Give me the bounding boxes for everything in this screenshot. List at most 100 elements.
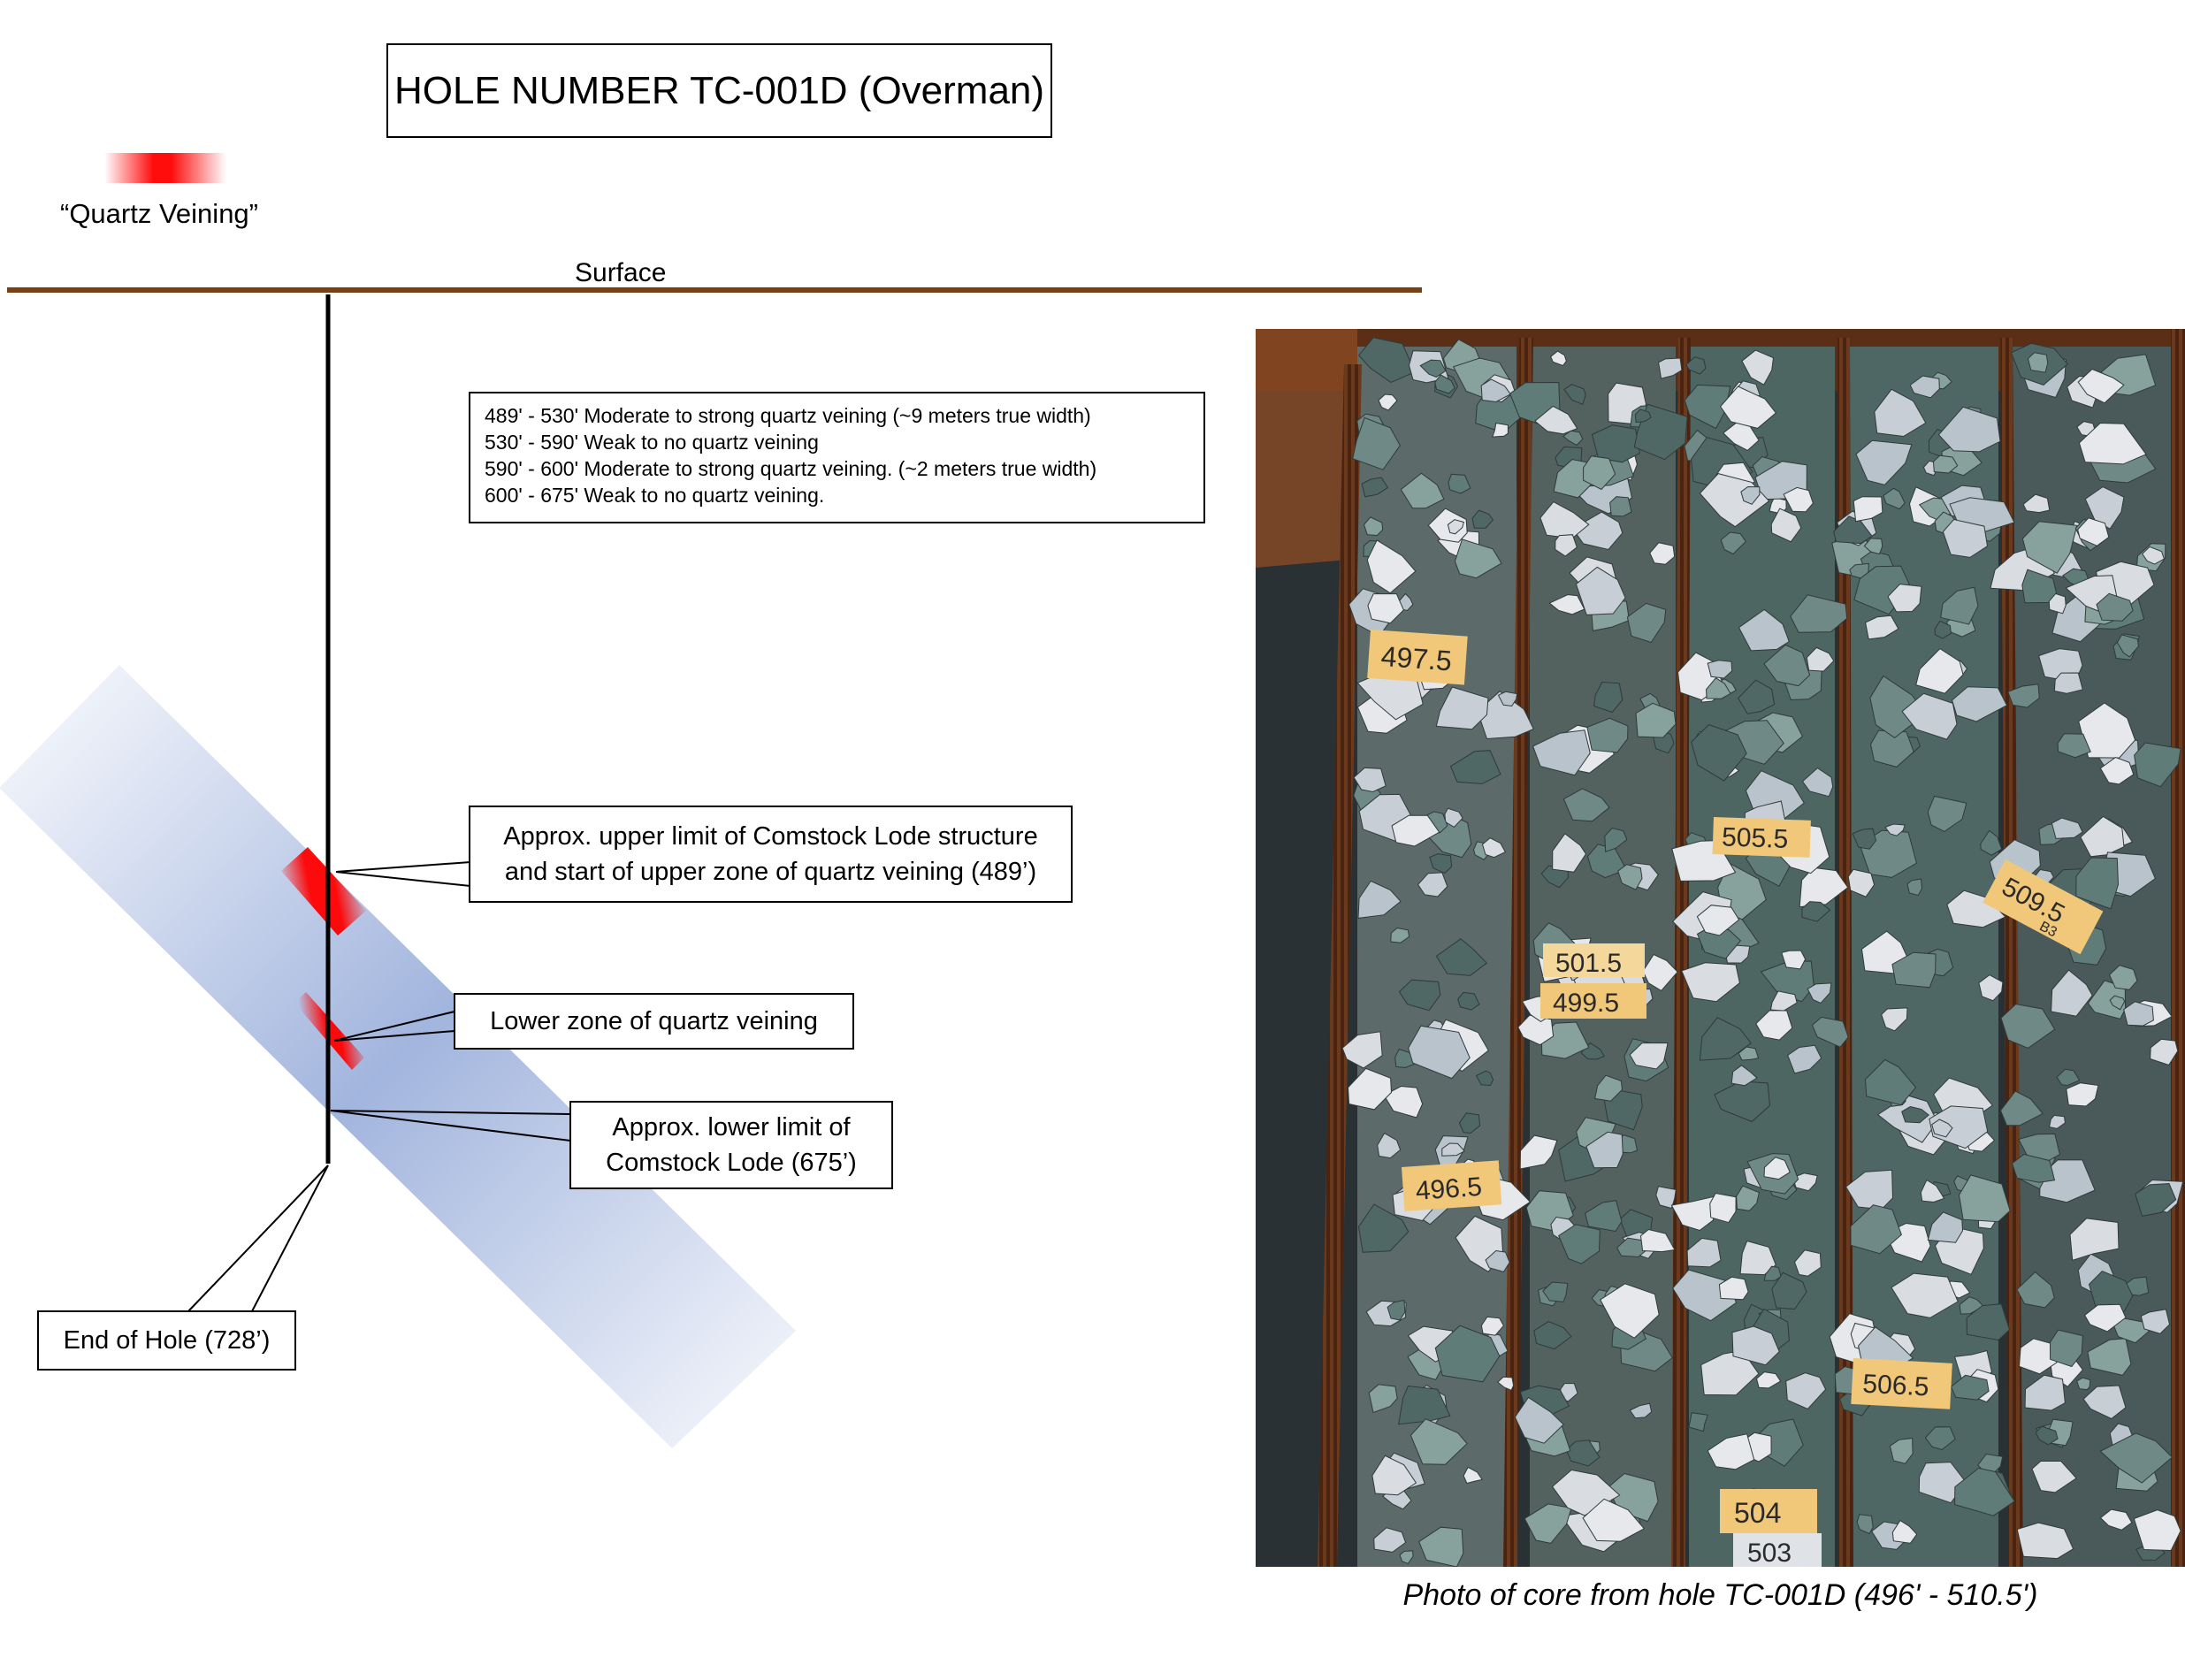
rock-fragment — [1954, 1467, 2015, 1516]
rock-fragment — [1448, 473, 1471, 494]
rock-fragment — [2027, 352, 2049, 373]
rock-fragment — [1617, 864, 1643, 890]
rock-fragment — [2088, 1271, 2134, 1312]
rock-fragment — [1863, 538, 1883, 555]
rock-fragment — [1942, 518, 1989, 558]
core-rock-fragments — [1341, 337, 2184, 1567]
rock-fragment — [1366, 539, 1417, 594]
rock-fragment — [1562, 788, 1610, 822]
rock-fragment — [1781, 950, 1807, 970]
rock-fragment — [1609, 496, 1632, 517]
rock-fragment — [1730, 1065, 1758, 1087]
rock-fragment — [1932, 454, 1959, 474]
rock-fragment — [1790, 594, 1848, 633]
rock-fragment — [1635, 702, 1677, 738]
rock-fragment — [1435, 938, 1488, 976]
rock-fragment — [1361, 477, 1389, 498]
lower-limit-pointer — [330, 1110, 571, 1142]
rock-fragment — [1705, 677, 1731, 699]
rock-fragment — [2022, 493, 2051, 514]
rock-fragment — [1934, 620, 1952, 639]
rock-fragment — [1688, 1412, 1708, 1432]
rock-fragment — [1398, 979, 1441, 1012]
rock-fragment — [1390, 927, 1410, 943]
rock-fragment — [1793, 1249, 1822, 1277]
rock-fragment — [1548, 594, 1585, 615]
rock-fragment — [1658, 357, 1683, 379]
rock-fragment — [1887, 584, 1922, 613]
rock-fragment — [2078, 422, 2147, 465]
rock-fragment — [1591, 424, 1640, 463]
rock-fragment — [1604, 827, 1628, 852]
rock-fragment — [1707, 660, 1733, 679]
rock-fragment — [1377, 1132, 1402, 1159]
lower-zone-pointer — [333, 1011, 455, 1042]
rock-fragment — [1739, 1240, 1776, 1276]
rock-fragment — [1931, 1119, 1953, 1138]
rock-fragment — [1736, 1185, 1760, 1211]
rock-fragment — [1454, 538, 1502, 579]
rock-fragment — [1399, 1550, 1414, 1564]
rock-fragment — [2135, 1182, 2177, 1217]
rock-fragment — [1891, 951, 1937, 989]
depth-tags: 497.5 496.5 501.5 499.5 505.5 504 — [1367, 630, 2104, 1567]
rock-fragment — [1806, 646, 1835, 672]
rock-fragment — [2053, 672, 2083, 694]
rock-fragment — [1852, 828, 1877, 850]
rock-fragment — [1731, 1325, 1780, 1366]
rock-fragment — [2077, 368, 2125, 404]
rock-fragment — [1458, 1112, 1481, 1134]
rock-fragment — [1582, 1498, 1646, 1542]
rock-fragment — [1691, 724, 1747, 782]
rock-fragment — [1357, 1203, 1410, 1253]
rock-fragment — [1865, 615, 1899, 640]
rock-fragment — [1807, 982, 1832, 1004]
rock-fragment — [1763, 1157, 1791, 1180]
lower-zone-callout: Lower zone of quartz veining — [454, 993, 854, 1050]
rock-fragment — [2134, 742, 2181, 788]
rock-fragment — [1950, 1374, 1990, 1401]
rock-fragment — [1685, 356, 1707, 375]
rock-fragment — [1639, 1228, 1676, 1253]
rock-fragment — [1999, 1090, 2044, 1126]
rock-fragment — [1600, 1283, 1660, 1339]
rock-fragment — [1738, 1046, 1760, 1061]
surface-label: Surface — [575, 258, 667, 287]
rock-fragment — [1918, 1462, 1967, 1504]
rock-fragment — [1801, 901, 1831, 922]
rock-fragment — [1586, 717, 1629, 753]
rock-fragment — [2049, 1114, 2067, 1129]
rock-fragment — [1575, 566, 1626, 615]
rock-fragment — [1378, 393, 1398, 411]
rock-fragment — [1738, 679, 1776, 714]
rock-fragment — [1959, 1296, 1984, 1315]
rock-fragment — [2108, 965, 2138, 990]
rock-fragment — [1475, 1070, 1494, 1087]
rock-fragment — [1444, 807, 1463, 829]
rock-fragment — [1435, 686, 1489, 730]
rock-fragment — [1629, 1042, 1669, 1070]
rock-fragment — [1940, 586, 1979, 625]
rock-fragment — [1586, 844, 1628, 879]
rock-fragment — [2051, 969, 2093, 1017]
rock-fragment — [1874, 388, 1927, 438]
upper-quartz-vein-zone — [281, 847, 366, 935]
depth-tag-label: 497.5 — [1380, 640, 1453, 676]
rock-fragment — [1709, 1192, 1737, 1224]
rock-fragment — [1755, 1010, 1793, 1041]
rock-fragment — [1847, 868, 1876, 897]
rock-fragment — [2056, 1068, 2081, 1087]
interval-line: 590' - 600' Moderate to strong quartz ve… — [485, 457, 1097, 480]
rock-fragment — [1684, 384, 1731, 430]
rock-fragment — [1552, 833, 1587, 873]
rock-fragment — [2142, 546, 2166, 565]
rock-fragment — [1593, 681, 1623, 714]
rock-fragment — [1481, 837, 1507, 859]
rock-fragment — [1555, 534, 1578, 557]
rock-fragment — [1550, 350, 1567, 367]
rock-fragment — [1927, 795, 1967, 832]
rock-fragment — [1429, 853, 1453, 874]
rock-fragment — [1417, 872, 1448, 897]
rock-fragment — [2123, 1001, 2154, 1027]
rock-fragment — [1562, 430, 1584, 447]
